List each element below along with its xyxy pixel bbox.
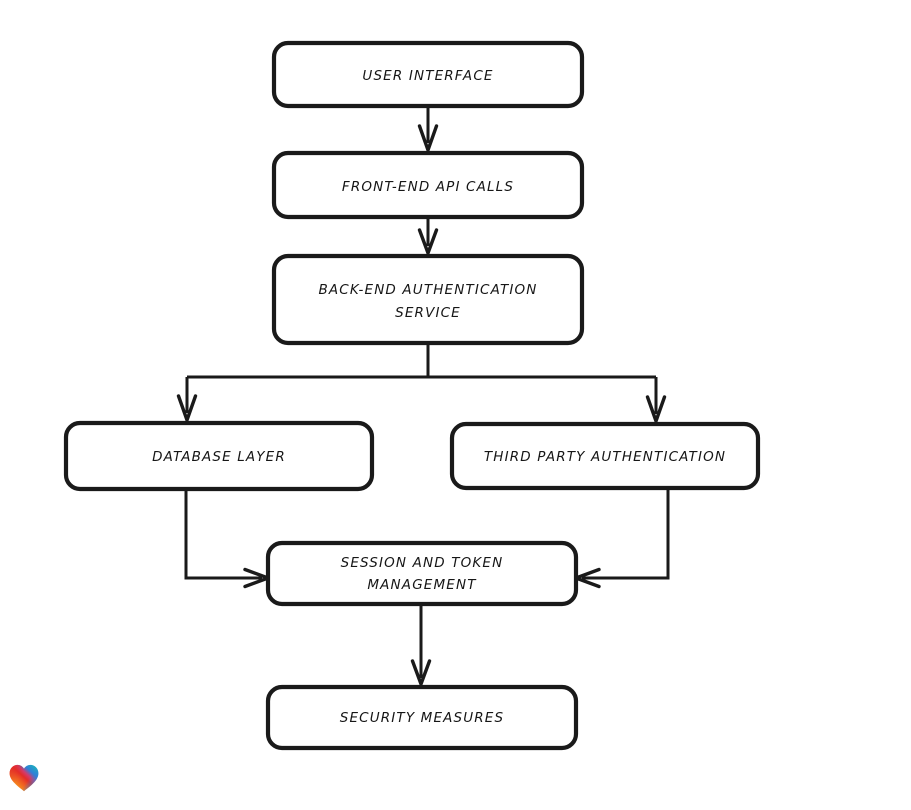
node-security-measures-shape[interactable] (265, 684, 579, 751)
edge-auth-to-thirdparty (645, 377, 667, 423)
node-security-measures-label: SECURITY MEASURES (340, 710, 504, 726)
node-back-end-auth-service-shape[interactable] (271, 253, 585, 346)
edge-api-to-auth (417, 217, 439, 255)
node-front-end-api-calls[interactable]: FRONT-END API CALLS (271, 150, 585, 220)
node-database-layer[interactable]: DATABASE LAYER (63, 420, 375, 492)
edge-thirdparty-to-session (574, 488, 670, 589)
edge-auth-split-bus (187, 343, 656, 379)
node-user-interface-shape[interactable] (271, 40, 585, 109)
node-session-token-mgmt[interactable]: SESSION AND TOKEN MANAGEMENT (265, 540, 579, 607)
node-user-interface-label: USER INTERFACE (362, 68, 493, 84)
node-back-end-auth-service[interactable]: BACK-END AUTHENTICATION SERVICE (271, 253, 585, 346)
node-back-end-auth-service-label-line1: BACK-END AUTHENTICATION (318, 282, 537, 298)
edge-ui-to-api (417, 106, 439, 152)
node-database-layer-label: DATABASE LAYER (152, 449, 286, 465)
node-back-end-auth-service-label-line2: SERVICE (395, 305, 461, 321)
edge-session-to-security (410, 604, 432, 686)
node-session-token-mgmt-label-line1: SESSION AND TOKEN (341, 555, 504, 571)
node-front-end-api-calls-shape[interactable] (271, 150, 585, 220)
edge-auth-to-database (176, 377, 198, 422)
node-third-party-auth[interactable]: THIRD PARTY AUTHENTICATION (449, 421, 761, 491)
node-session-token-mgmt-label-line2: MANAGEMENT (367, 577, 477, 593)
edge-database-to-session (184, 489, 270, 589)
node-database-layer-shape[interactable] (63, 420, 375, 492)
heart-icon-overlay (9, 764, 39, 792)
heart-icon (9, 764, 39, 792)
node-user-interface[interactable]: USER INTERFACE (271, 40, 585, 109)
node-session-token-mgmt-shape[interactable] (265, 540, 579, 607)
node-third-party-auth-label: THIRD PARTY AUTHENTICATION (484, 449, 726, 465)
node-front-end-api-calls-label: FRONT-END API CALLS (342, 179, 514, 195)
node-security-measures[interactable]: SECURITY MEASURES (265, 684, 579, 751)
node-third-party-auth-shape[interactable] (449, 421, 761, 491)
